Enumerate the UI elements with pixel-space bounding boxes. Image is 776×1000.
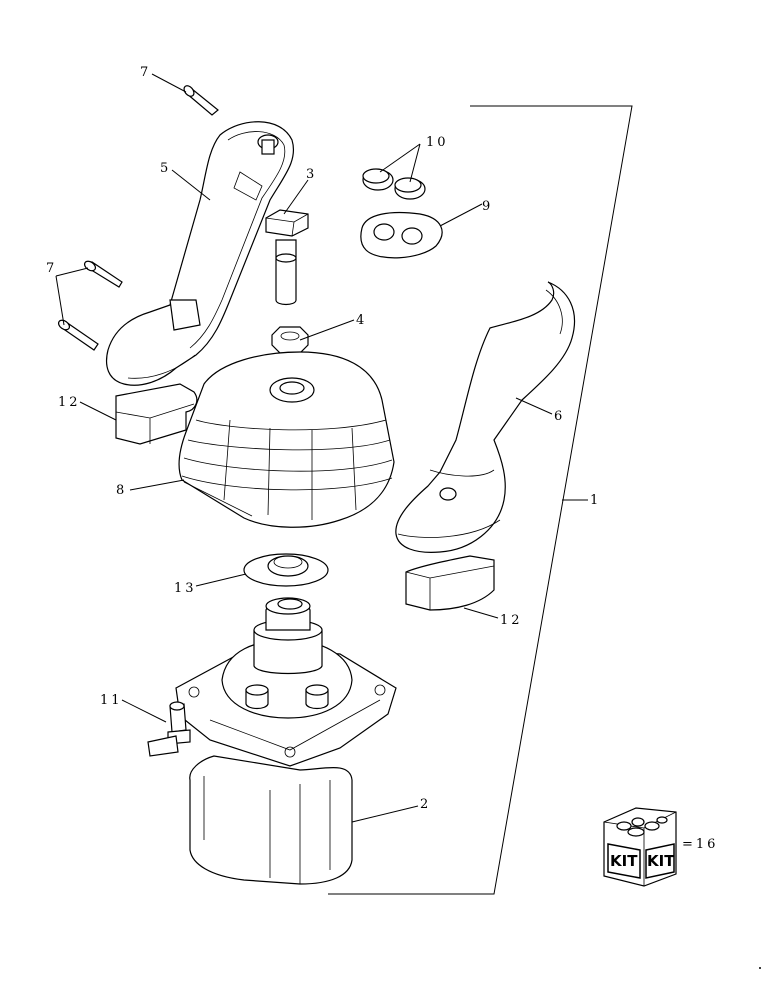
callout-7-top: 7 [140,65,151,80]
callout-13: 13 [174,581,197,596]
corner-dot [759,967,761,969]
kit-label-right: KIT [647,852,675,870]
leader-10-b [409,143,421,183]
screw-top [183,85,219,116]
callout-12-right: 12 [500,613,523,628]
caps [362,168,426,200]
callout-12-left: 12 [58,395,81,410]
callout-7-left: 7 [46,261,57,276]
callout-8: 8 [116,483,127,498]
connector [147,701,191,757]
leader-8 [129,479,185,491]
callout-6: 6 [554,409,565,424]
nut [271,326,309,354]
leader-12-right [463,607,499,619]
leader-12-left [79,401,117,421]
handle-right-half [395,281,576,553]
leader-13 [195,573,247,587]
leader-7-top [151,73,187,93]
screw-left-lower [57,319,99,351]
callout-3: 3 [306,167,317,182]
button-plate [360,211,443,259]
handle-left-half [105,121,294,386]
leader-3 [283,179,309,215]
leader-7-left-a [55,267,89,277]
joystick-base [175,597,397,885]
block-left [115,383,198,445]
kit-quantity: =16 [682,837,718,852]
leader-10-a [379,143,421,173]
kit-label-left: KIT [610,852,638,870]
leader-9 [439,203,483,227]
leader-7-left-b [55,275,65,326]
leader-11 [121,699,167,723]
callout-2: 2 [420,797,431,812]
kit-box-icon [603,807,677,887]
rubber-boot [178,351,395,528]
block-right [405,555,495,611]
callout-4: 4 [356,313,367,328]
callout-5: 5 [160,161,171,176]
leader-6 [515,397,553,415]
leader-5 [171,169,211,201]
callout-11: 11 [100,693,123,708]
pin [265,209,309,306]
callout-10: 10 [426,135,449,150]
callout-9: 9 [482,199,493,214]
leader-4 [299,319,355,341]
screw-left-upper [83,260,123,288]
callout-1: 1 [590,493,601,508]
leader-2 [351,805,419,823]
washer [243,553,329,587]
